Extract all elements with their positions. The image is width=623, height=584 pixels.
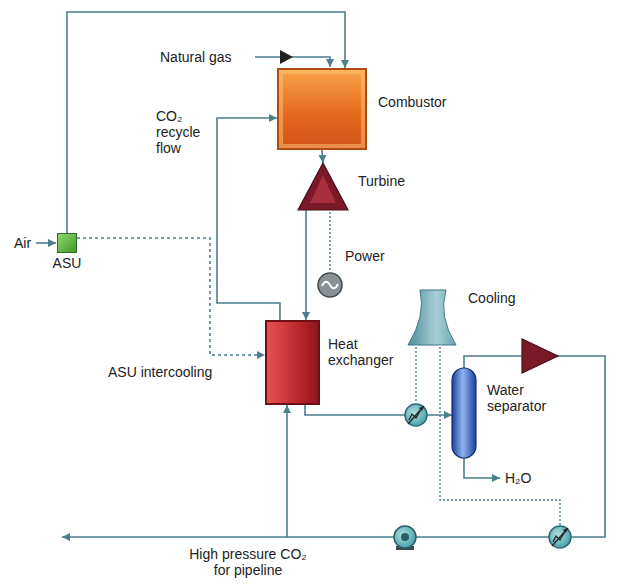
cooling-water-line bbox=[440, 347, 560, 525]
air-inlet bbox=[36, 242, 56, 244]
stream-label: H₂O bbox=[505, 470, 531, 486]
cooler-symbol bbox=[549, 526, 571, 548]
component-label: ASU bbox=[47, 255, 87, 271]
stream-label: High pressure CO₂ for pipeline bbox=[188, 546, 308, 578]
flow-line bbox=[77, 238, 265, 355]
flow-line bbox=[322, 150, 323, 163]
turbine-shape bbox=[298, 163, 348, 210]
cooling-tower: Cooling bbox=[408, 290, 456, 345]
vessel-outline bbox=[452, 368, 476, 458]
component-label: Combustor bbox=[378, 94, 446, 110]
stream-label: Air bbox=[14, 235, 31, 251]
cooling-water-line bbox=[415, 347, 416, 403]
generator-symbol bbox=[318, 273, 342, 297]
cooler-symbol bbox=[405, 404, 427, 426]
asu-square bbox=[57, 233, 77, 253]
stream-label: CO₂ recycle flow bbox=[156, 108, 212, 156]
shaft-line bbox=[329, 212, 330, 272]
water-outlet bbox=[464, 458, 500, 478]
stream-label: Natural gas bbox=[160, 49, 232, 65]
pipeline-line bbox=[62, 536, 287, 538]
heat-exchanger-box: Heat exchanger bbox=[265, 320, 320, 405]
flow-line bbox=[305, 405, 452, 415]
tower-outline bbox=[408, 290, 456, 345]
turbine-triangle bbox=[298, 163, 348, 210]
heat-exchanger-shape bbox=[265, 320, 320, 405]
separator-shape bbox=[452, 368, 476, 458]
component-label: Cooling bbox=[468, 290, 515, 306]
component-label: Turbine bbox=[358, 173, 405, 189]
flow-line bbox=[287, 356, 605, 537]
gas-valve bbox=[280, 50, 293, 64]
flow-line bbox=[305, 210, 307, 320]
compressor-symbol bbox=[522, 339, 558, 373]
asu-box: ASU bbox=[57, 233, 77, 253]
stream-label: ASU intercooling bbox=[108, 364, 212, 380]
combustor-box: Combustor bbox=[277, 68, 367, 150]
component-label: Water separator bbox=[487, 382, 562, 414]
component-label: Heat exchanger bbox=[328, 336, 406, 368]
turbine-highlight bbox=[310, 175, 336, 203]
turbine-symbol: Turbine bbox=[298, 163, 348, 210]
pump-symbol bbox=[394, 526, 416, 550]
cooling-tower-shape bbox=[408, 290, 456, 345]
flow-line bbox=[217, 118, 280, 320]
output-label: Power bbox=[345, 248, 385, 264]
combustor-shape bbox=[277, 68, 367, 150]
gas-line bbox=[255, 57, 330, 67]
separator-vessel: Water separator bbox=[452, 368, 476, 458]
